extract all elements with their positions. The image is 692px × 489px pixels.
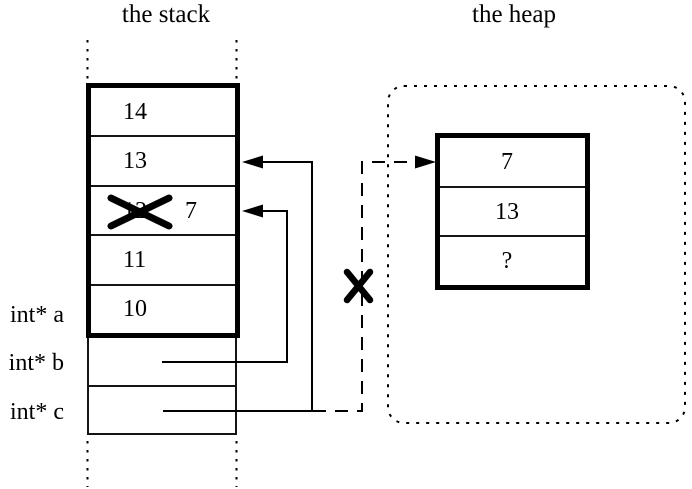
stack-cell-value: 13	[123, 148, 147, 175]
stack-cell-value: 11	[123, 246, 147, 273]
stack-cell-11: 11	[91, 234, 235, 283]
stack-cell-value: 14	[123, 98, 147, 125]
pointer-label-c: int* c	[10, 399, 64, 425]
heap-cell-13: 13	[440, 185, 585, 236]
updated-new-value: 7	[185, 197, 197, 224]
heap-cell-value: 7	[501, 148, 513, 175]
heap-cell-7: 7	[440, 138, 585, 186]
pointer-cell-c	[89, 387, 235, 434]
pointer-b-arrowhead-icon	[242, 204, 263, 218]
stack-cell-10: 10	[91, 283, 235, 333]
pointer-label-b: int* b	[8, 350, 64, 376]
stack-cell-14: 14	[91, 88, 235, 135]
stack-frame: 14 13 12 7 11 10	[86, 83, 240, 338]
stack-title: the stack	[121, 1, 211, 28]
pointer-variable-cells	[87, 338, 237, 435]
stack-cell-value: 10	[123, 296, 147, 323]
dangling-pointer-arrowhead-icon	[415, 155, 436, 169]
crossed-out-old-value: 12	[123, 197, 147, 224]
heap-block-frame: 7 13 ?	[435, 133, 590, 290]
heap-cell-value: 13	[495, 198, 519, 225]
pointer-c-arrowhead-icon	[242, 155, 263, 169]
dangling-heap-pointer-arrow	[313, 155, 436, 412]
heap-cell-unknown: ?	[440, 235, 585, 285]
heap-title: the heap	[472, 1, 556, 28]
heap-cell-value: ?	[501, 248, 513, 275]
pointer-label-a: int* a	[10, 302, 64, 328]
pointer-cell-b	[89, 338, 235, 387]
stack-cell-12-updated-to-7: 12 7	[91, 184, 235, 234]
freed-pointer-x-icon	[343, 268, 374, 304]
stack-cell-13: 13	[91, 135, 235, 184]
